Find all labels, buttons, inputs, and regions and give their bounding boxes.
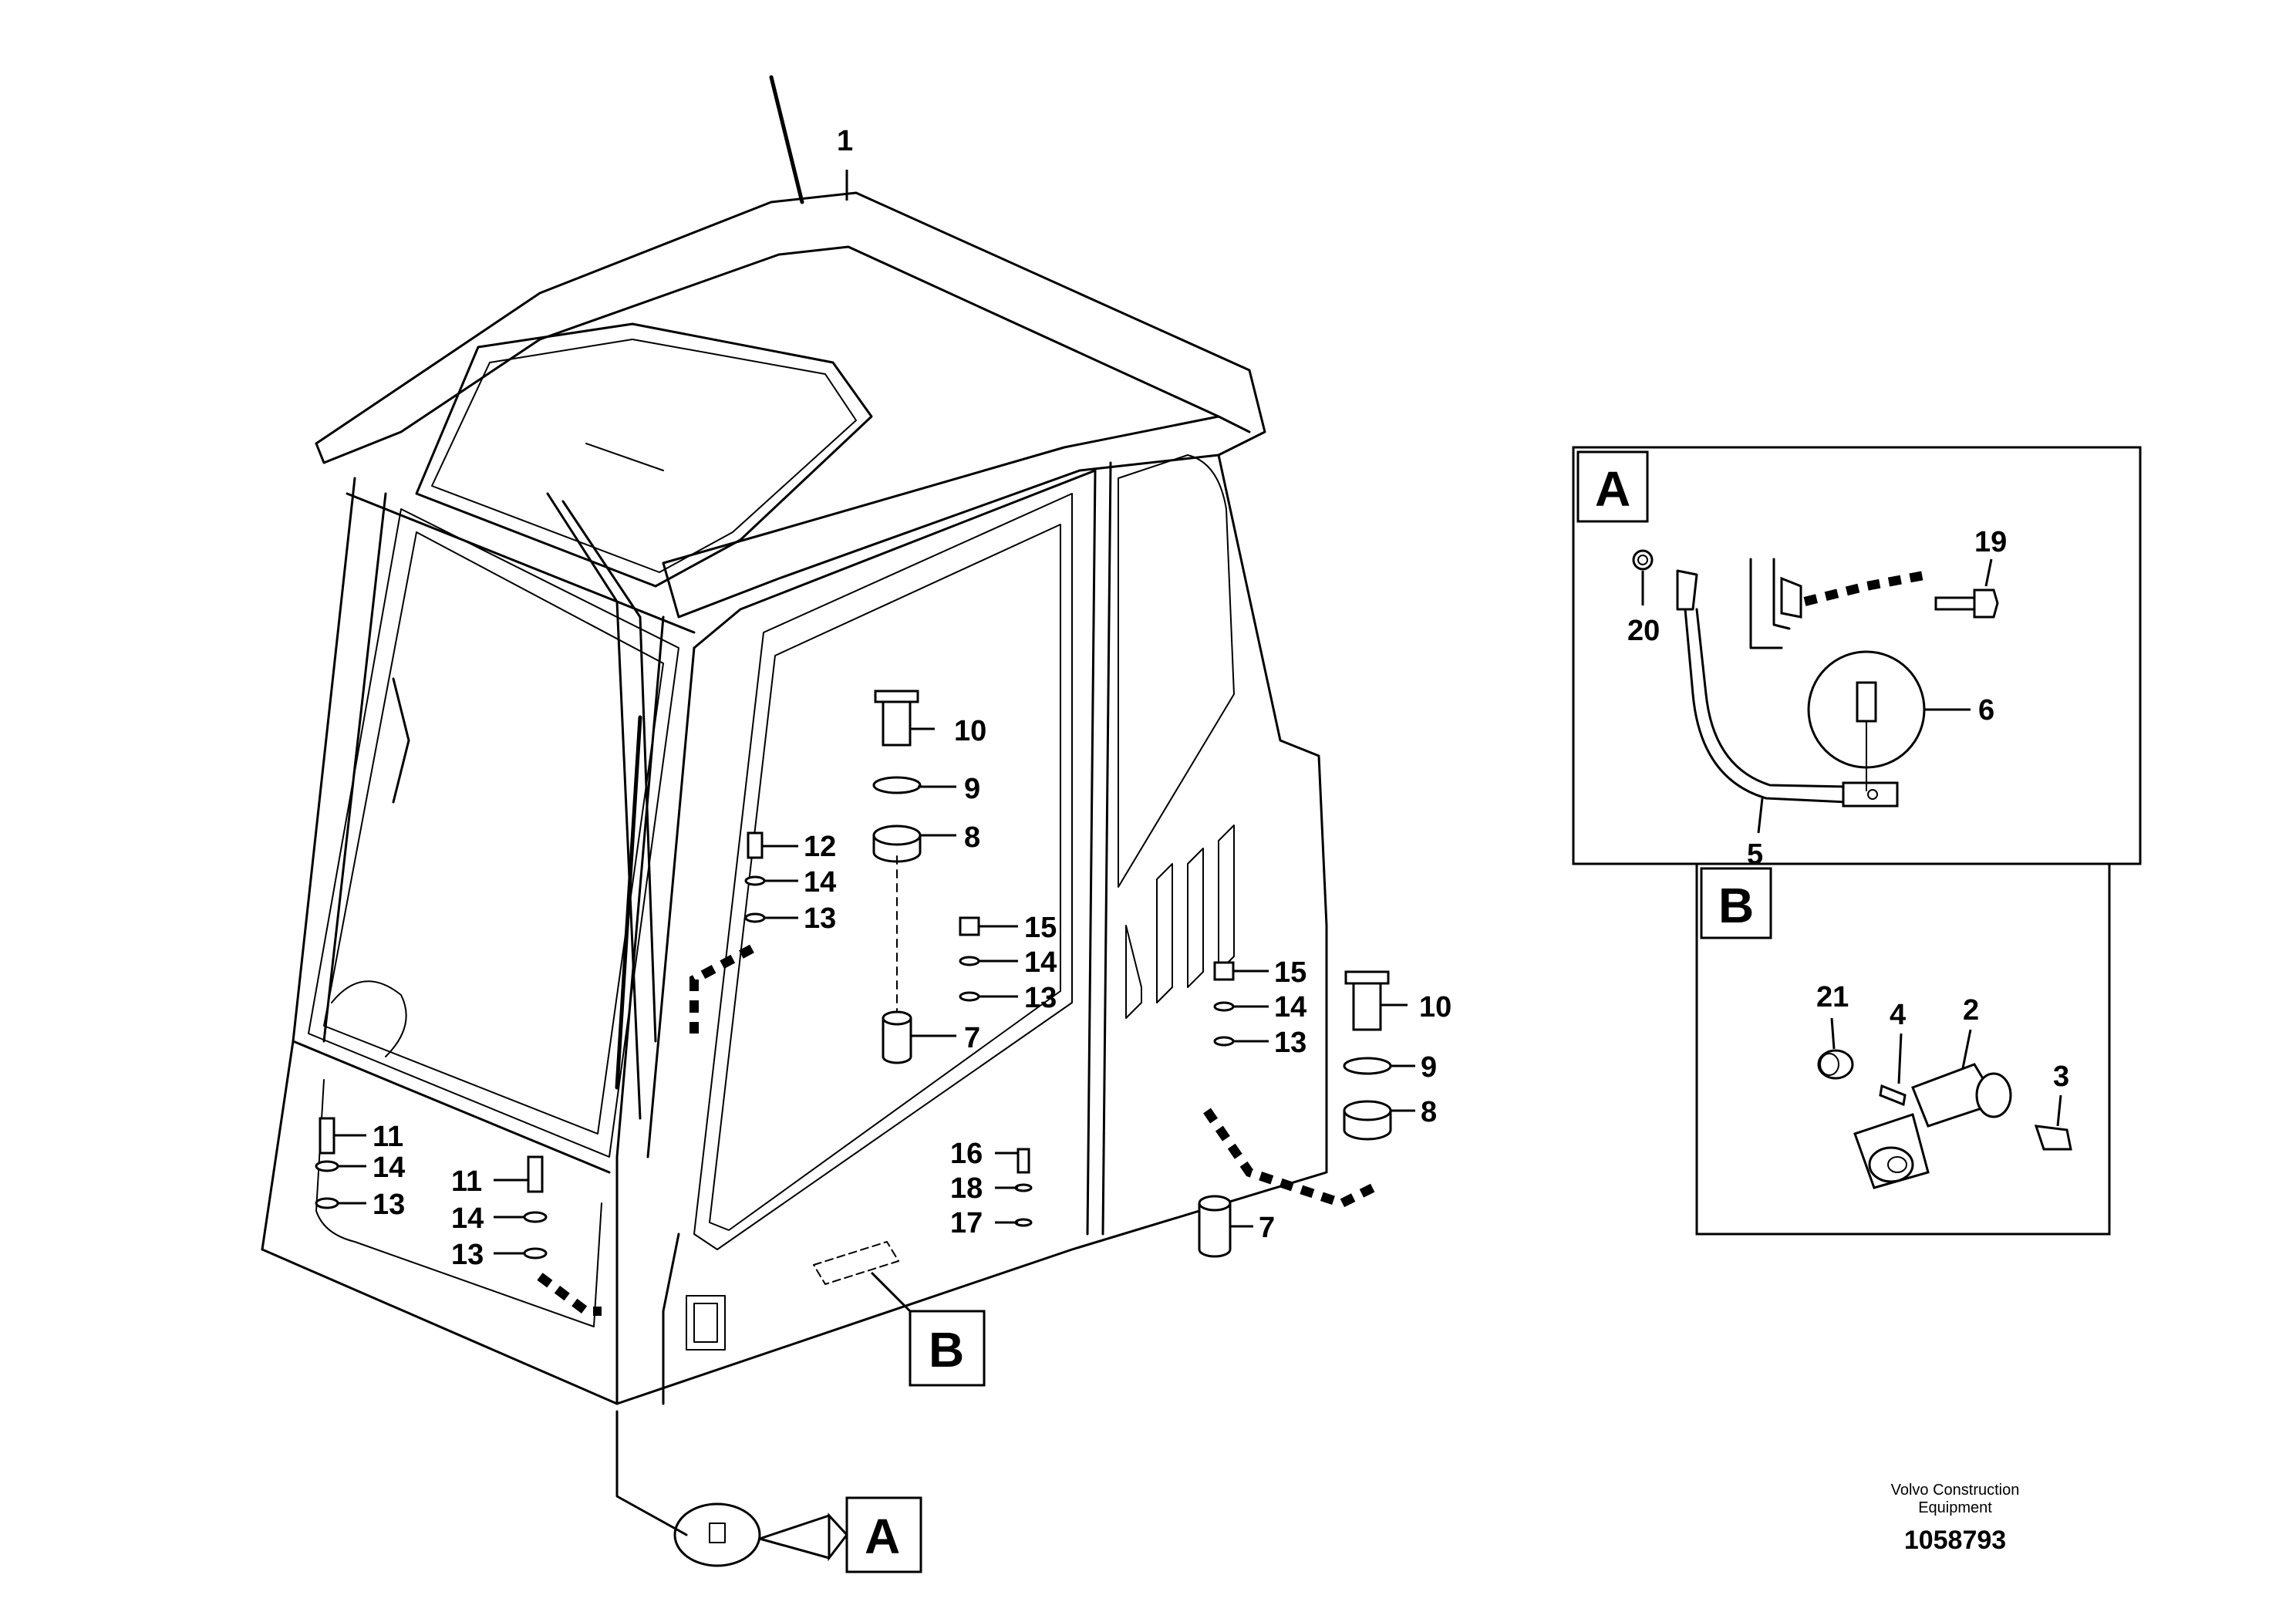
callout-11-left: 11 — [373, 1121, 403, 1153]
company-name-line1: Volvo Construction — [1891, 1482, 2020, 1499]
callout-2: 2 — [1963, 994, 1979, 1027]
callout-19: 19 — [1974, 526, 2007, 558]
callout-13-rear: 13 — [1274, 1027, 1306, 1059]
callout-14-mid: 14 — [451, 1202, 484, 1235]
callout-13-door-mid: 13 — [1024, 982, 1057, 1014]
callout-10-right: 10 — [1419, 991, 1451, 1023]
fastener-stack-front-left — [315, 1117, 339, 1209]
callout-7-right: 7 — [1259, 1212, 1275, 1244]
callout-14-left: 14 — [373, 1152, 405, 1184]
callout-1: 1 — [837, 125, 853, 157]
drawing-number: 1058793 — [1904, 1526, 2006, 1555]
callout-12: 12 — [804, 831, 836, 863]
callout-13-mid: 13 — [451, 1239, 484, 1271]
detail-ref-b-main: B — [909, 1310, 986, 1387]
callout-labels: 1 10 9 8 7 12 14 13 15 14 13 15 14 13 10… — [373, 125, 1451, 1271]
detail-panel-a: A 19 20 6 5 — [1572, 446, 2142, 871]
detail-panel-a-label: A — [1595, 461, 1630, 517]
company-name-line2: Equipment — [1918, 1499, 1992, 1516]
callout-16: 16 — [950, 1138, 983, 1170]
fastener-stack-door-mid — [959, 916, 980, 1002]
callout-4: 4 — [1890, 999, 1906, 1031]
callout-14-rear: 14 — [1274, 991, 1306, 1023]
callout-9-right: 9 — [1421, 1051, 1437, 1084]
callout-15-door-mid: 15 — [1024, 912, 1057, 944]
callout-18: 18 — [950, 1172, 983, 1205]
operator-cab — [261, 75, 1328, 1567]
fastener-stack-front-mid — [523, 1155, 602, 1316]
callout-10-center: 10 — [954, 715, 986, 747]
callout-14-door-upper: 14 — [804, 866, 836, 899]
callout-20: 20 — [1627, 615, 1660, 647]
crank-mount-under-door — [813, 1241, 899, 1285]
detail-ref-a-label: A — [865, 1509, 900, 1564]
callout-13-left: 13 — [373, 1189, 405, 1221]
callout-13-door-upper: 13 — [804, 902, 836, 935]
callout-14-door-mid: 14 — [1024, 946, 1057, 979]
callout-15-rear: 15 — [1274, 956, 1306, 989]
callout-8-center: 8 — [964, 821, 980, 854]
callout-8-right: 8 — [1421, 1096, 1437, 1128]
detail-panel-b-label: B — [1718, 878, 1754, 933]
fastener-stack-door-upper — [689, 831, 766, 1034]
leader-lines — [334, 170, 1415, 1562]
callout-6: 6 — [1978, 694, 1994, 727]
callout-9-center: 9 — [964, 773, 980, 805]
fastener-stack-rear — [1203, 961, 1375, 1209]
callout-11-mid: 11 — [451, 1165, 482, 1198]
mount-stack-center — [872, 690, 922, 1064]
callout-3: 3 — [2053, 1061, 2069, 1093]
detail-ref-b-label: B — [929, 1322, 964, 1378]
callout-7-center: 7 — [964, 1022, 980, 1054]
callout-21: 21 — [1816, 981, 1849, 1013]
detail-panel-b: B 21 4 2 3 — [1695, 862, 2111, 1236]
detail-ref-a-main: A — [845, 1496, 922, 1573]
title-block: Volvo Construction Equipment 1058793 — [1891, 1482, 2020, 1555]
callout-17: 17 — [950, 1207, 983, 1239]
